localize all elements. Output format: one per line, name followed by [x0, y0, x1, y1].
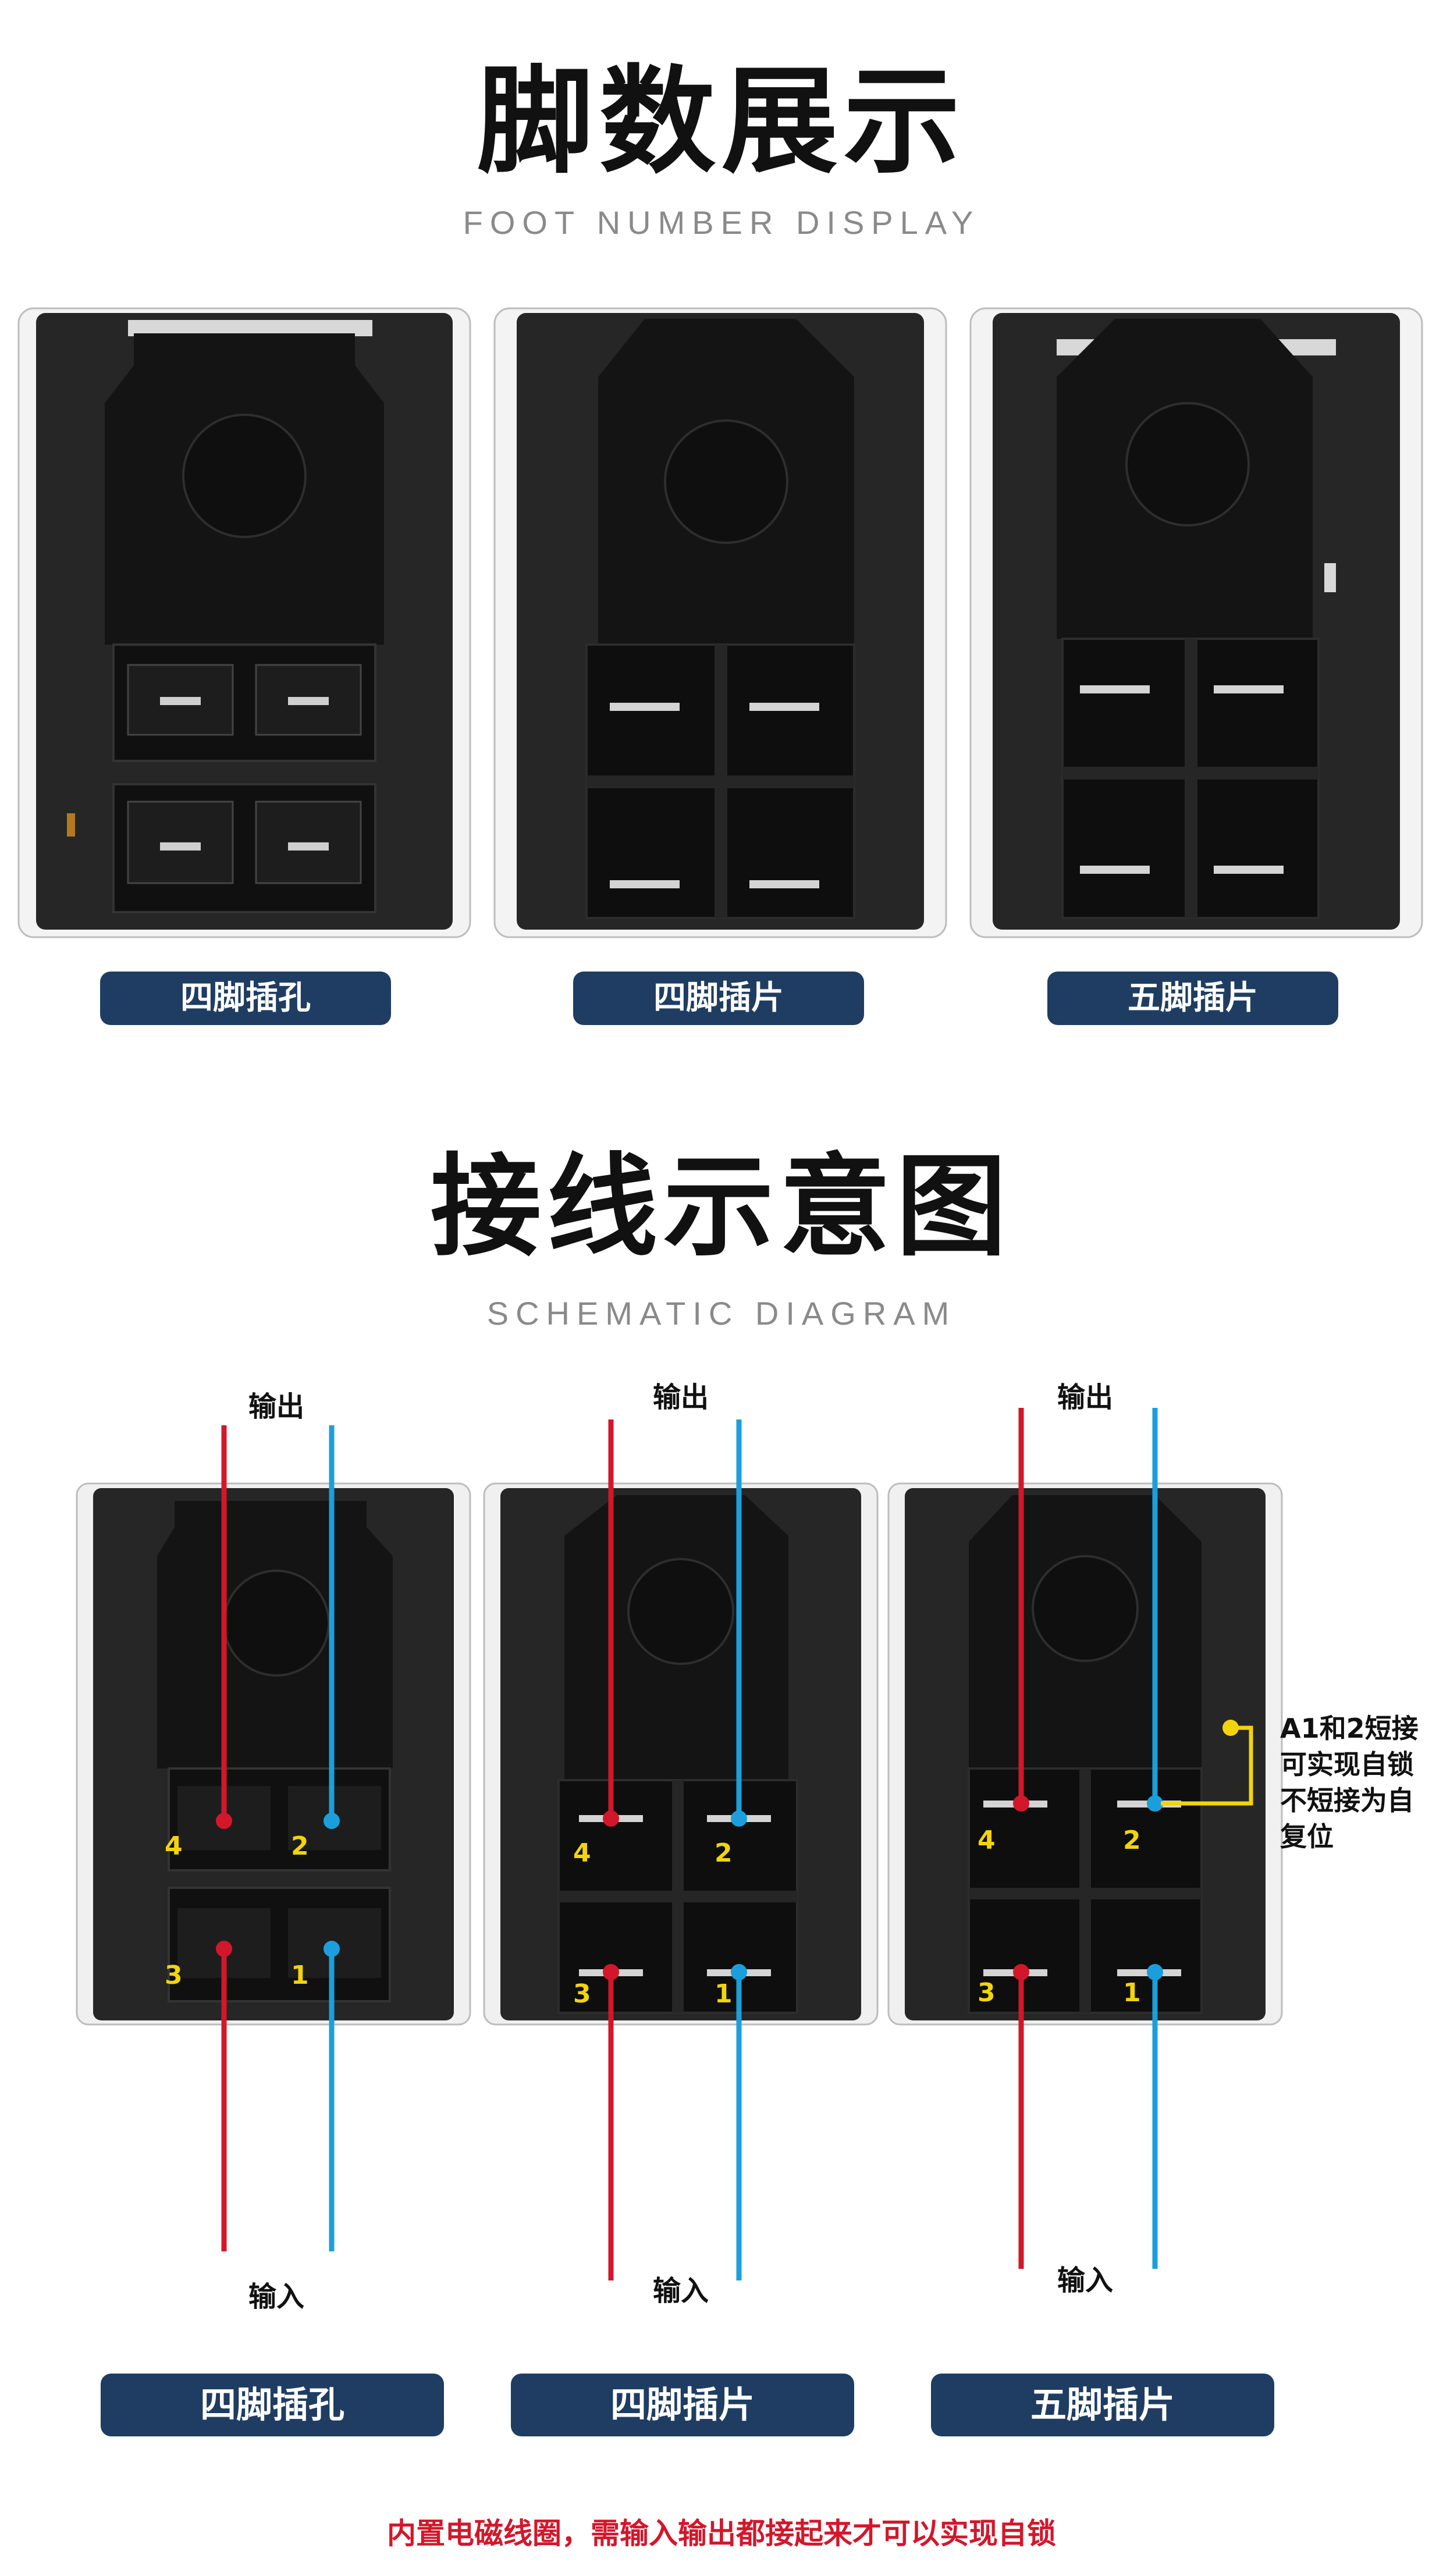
product-photo-five-pin-tab	[969, 307, 1423, 938]
input-label: 输入	[652, 2275, 709, 2307]
pin-number-4: 4	[978, 1826, 996, 1855]
pin-number-2: 2	[1123, 1826, 1141, 1855]
pin-number-3: 3	[573, 1979, 591, 2009]
section-subtitle: FOOT NUMBER DISPLAY	[463, 204, 980, 241]
wiring-diagram-four-pin-socket	[76, 1425, 471, 2275]
output-label: 输出	[1057, 1381, 1113, 1414]
label-five-pin-tab: 五脚插片	[1047, 972, 1338, 1025]
pin-number-1: 1	[291, 1961, 309, 1990]
label-four-pin-tab: 四脚插片	[573, 972, 864, 1025]
input-label: 输入	[1057, 2264, 1113, 2297]
input-label: 输入	[248, 2280, 304, 2313]
label-five-pin-tab: 五脚插片	[931, 2374, 1274, 2436]
pin-number-3: 3	[978, 1978, 996, 2008]
product-photo-four-pin-tab	[493, 307, 947, 938]
pin-number-3: 3	[165, 1961, 183, 1990]
pin-number-2: 2	[715, 1838, 733, 1868]
pin-number-4: 4	[165, 1831, 183, 1861]
section-subtitle: SCHEMATIC DIAGRAM	[486, 1295, 957, 1332]
pin-number-1: 1	[1123, 1978, 1141, 2008]
label-four-pin-socket: 四脚插孔	[101, 2374, 444, 2436]
footer-note: 内置电磁线圈，需输入输出都接起来才可以实现自锁	[387, 2517, 1056, 2550]
output-label: 输出	[248, 1390, 304, 1423]
label-four-pin-socket: 四脚插孔	[100, 972, 391, 1025]
product-photo-four-pin-socket	[17, 307, 471, 938]
output-label: 输出	[652, 1381, 709, 1414]
section-title: 接线示意图	[430, 1143, 1012, 1271]
self-lock-note: A1和2短接可实现自锁不短接为自复位	[1280, 1713, 1419, 1852]
section-title: 脚数展示	[477, 54, 966, 190]
wiring-diagram-five-pin-tab	[887, 1408, 1283, 2269]
pin-number-4: 4	[573, 1838, 591, 1868]
wiring-diagram-four-pin-tab	[483, 1419, 879, 2280]
pin-number-2: 2	[291, 1831, 309, 1861]
label-four-pin-tab: 四脚插片	[511, 2374, 854, 2436]
pin-number-1: 1	[715, 1979, 733, 2009]
